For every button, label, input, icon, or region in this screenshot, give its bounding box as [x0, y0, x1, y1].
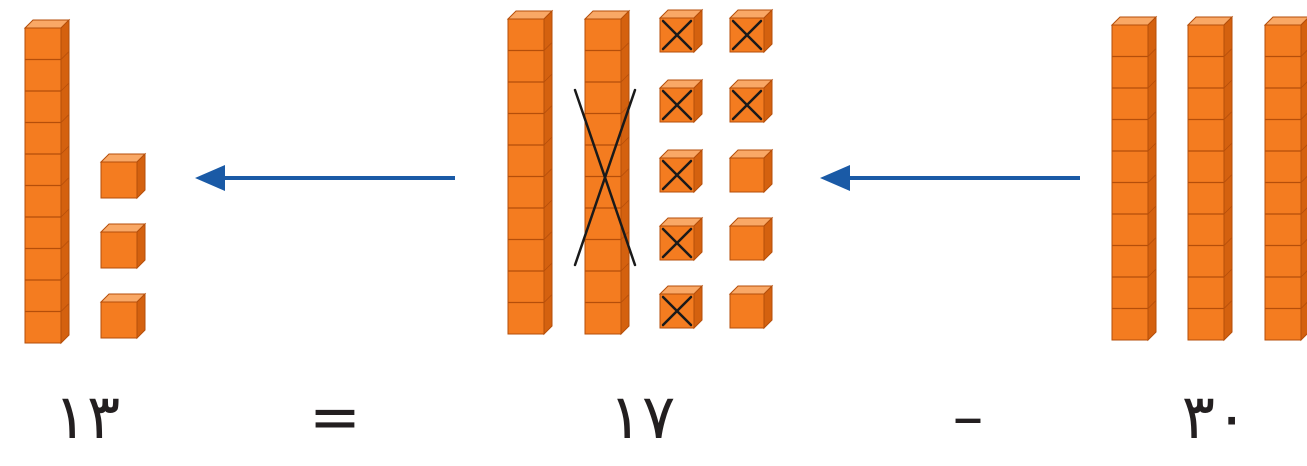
- cross-layer: [573, 19, 763, 327]
- ten-rod-minuend-1: [1110, 15, 1158, 342]
- ten-rod-minuend-2: [1186, 15, 1234, 342]
- one-cube-regrouped-6: [728, 148, 774, 194]
- one-cube-cross-mark-5: [661, 159, 693, 191]
- one-cube-cross-mark-1: [661, 19, 693, 51]
- minuend-label: ٣٠: [1181, 380, 1249, 453]
- ten-rod-minuend-3: [1263, 16, 1307, 342]
- ten-rod-regrouped-2: [583, 9, 631, 336]
- ten-rod-result: [23, 18, 71, 345]
- minus-sign: –: [952, 380, 984, 453]
- one-cube-cross-mark-3: [661, 89, 693, 121]
- one-cube-regrouped-10: [728, 284, 774, 330]
- arrows-layer: [195, 165, 1080, 191]
- subtrahend-label: ١٧: [608, 380, 676, 453]
- one-cube-result-3: [99, 292, 147, 340]
- one-cube-cross-mark-4: [731, 89, 763, 121]
- one-cube-cross-mark-2: [731, 19, 763, 51]
- arrow-left-icon: [195, 165, 455, 191]
- ten-rod-cross-mark: [573, 88, 637, 267]
- result-label: ١٣: [53, 380, 121, 453]
- ten-rod-regrouped-1: [506, 9, 554, 336]
- one-cube-cross-mark-9: [661, 295, 693, 327]
- one-cube-result-2: [99, 222, 147, 270]
- arrow-left-icon: [820, 165, 1080, 191]
- one-cube-regrouped-8: [728, 216, 774, 262]
- one-cube-cross-mark-7: [661, 227, 693, 259]
- one-cube-result-1: [99, 152, 147, 200]
- equals-sign: =: [309, 380, 361, 453]
